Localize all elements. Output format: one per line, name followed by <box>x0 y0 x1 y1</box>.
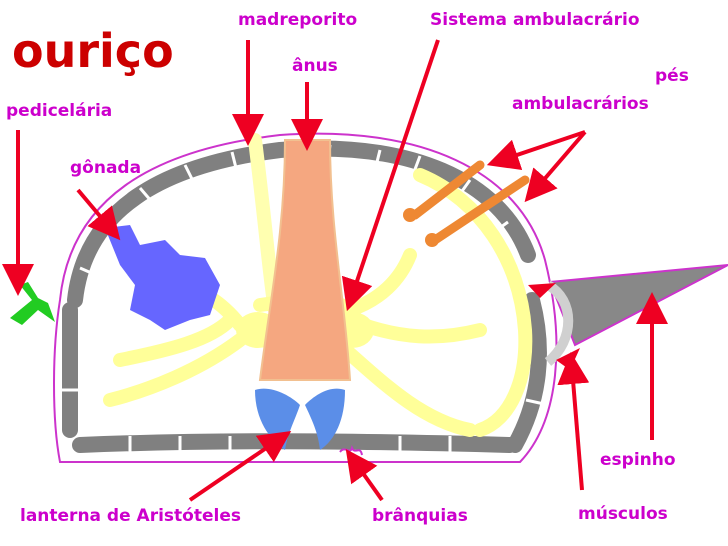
muscle-marker-2 <box>556 348 580 370</box>
label-sistema-ambulacrario: Sistema ambulacrário <box>430 10 640 30</box>
label-espinho: espinho <box>600 450 676 470</box>
muscle-marker-1 <box>528 283 556 298</box>
spine-shape <box>548 264 728 347</box>
label-musculos: músculos <box>578 504 668 524</box>
label-branquias: brânquias <box>372 506 468 526</box>
arrows <box>2 39 668 502</box>
arrow-gonada <box>76 188 121 241</box>
label-pedicelaria: pedicelária <box>6 101 113 121</box>
label-lanterna: lanterna de Aristóteles <box>20 506 241 526</box>
diagram-title: ouriço <box>12 24 174 78</box>
pedicellaria-shape <box>10 282 55 325</box>
arrow-lanterna <box>188 430 292 502</box>
label-madreporito: madreporito <box>238 10 358 30</box>
arrow-sistema <box>341 39 440 312</box>
arrow-musculos <box>557 352 590 491</box>
label-anus: ânus <box>292 56 338 76</box>
gut <box>258 139 352 381</box>
tube-feet-shape <box>403 160 530 247</box>
arrow-branquias <box>345 448 384 502</box>
label-gonada: gônada <box>70 158 142 178</box>
label-pes: pés <box>655 66 689 86</box>
label-ambulacrarios: ambulacrários <box>512 94 649 114</box>
spine-muscle <box>544 280 574 366</box>
gonad-shape <box>105 225 220 330</box>
arrow-pes-1 <box>486 130 586 171</box>
arrow-pes-2 <box>524 130 587 203</box>
